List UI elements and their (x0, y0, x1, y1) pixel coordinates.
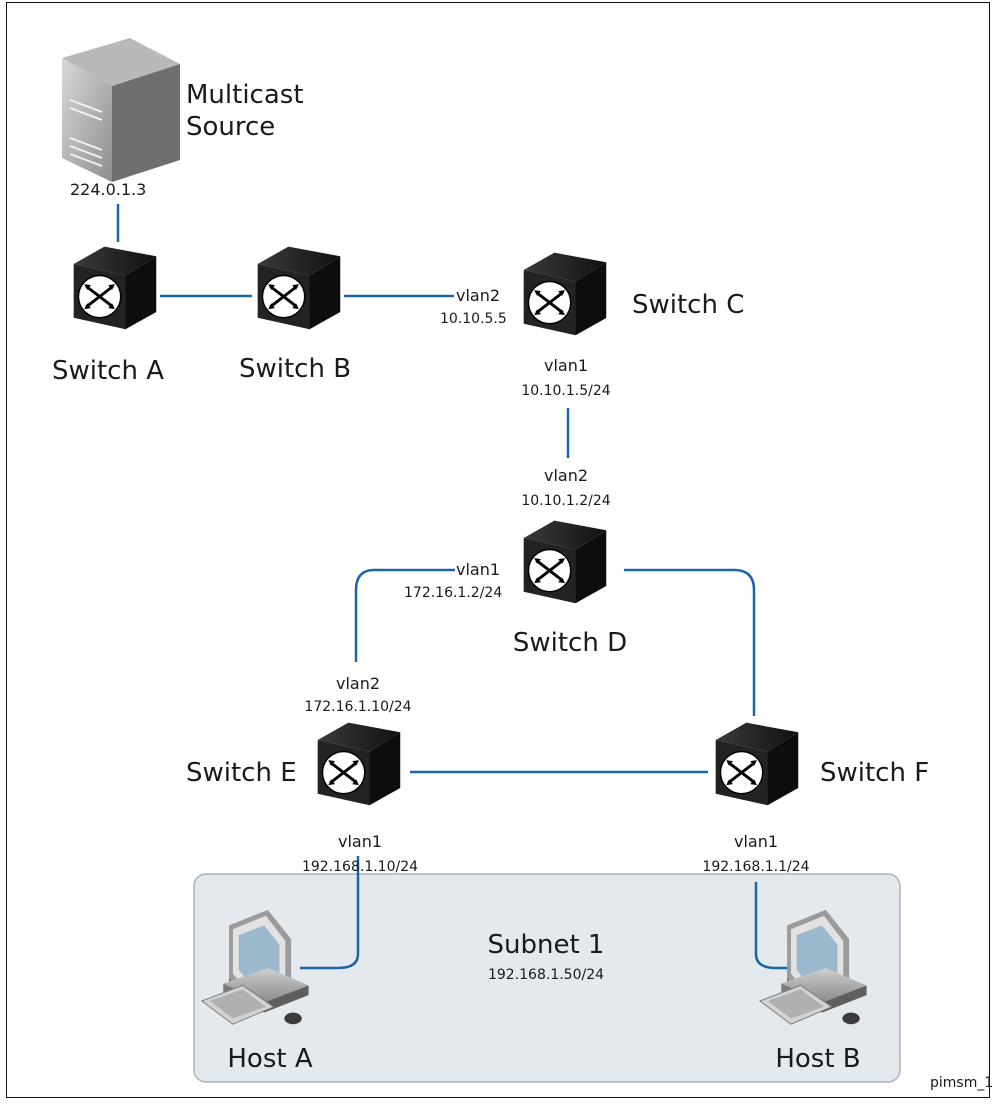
switch-e-vlan1-ip: 192.168.1.10/24 (301, 859, 419, 875)
switch-f-vlan1-ip: 192.168.1.1/24 (702, 859, 810, 875)
source-title-line2: Source (186, 112, 276, 142)
host-a-label: Host A (227, 1044, 313, 1074)
link-f-host-b (754, 882, 790, 970)
subnet-ip: 192.168.1.50/24 (487, 967, 605, 983)
host-b-label: Host B (775, 1044, 861, 1074)
diagram-frame (6, 2, 990, 1098)
source-title-line1: Multicast (186, 80, 304, 110)
switch-f-icon (714, 721, 800, 807)
switch-d-vlan1-ip: 172.16.1.2/24 (404, 585, 503, 601)
switch-e-icon (316, 721, 402, 807)
switch-a-label: Switch A (51, 356, 165, 386)
switch-c-label: Switch C (632, 290, 745, 320)
switch-c-vlan1-label: vlan1 (543, 356, 589, 375)
subnet-1-area (193, 873, 901, 1083)
switch-f-label: Switch F (820, 758, 930, 788)
switch-d-vlan1-label: vlan1 (456, 560, 501, 579)
network-links (116, 204, 790, 970)
link-d-e (354, 568, 455, 662)
switch-e-label: Switch E (186, 758, 297, 788)
source-address: 224.0.1.3 (70, 180, 147, 199)
switch-d-icon (522, 519, 608, 605)
switch-b-icon (256, 245, 342, 331)
switch-d-vlan2-label: vlan2 (543, 466, 589, 485)
switch-c-vlan1-ip: 10.10.1.5/24 (521, 383, 611, 399)
switch-d-vlan2-ip: 10.10.1.2/24 (521, 493, 611, 509)
switch-d-label: Switch D (512, 628, 628, 658)
figure-id: pimsm_1 (930, 1075, 994, 1091)
switch-c-vlan2-label: vlan2 (456, 286, 501, 305)
switch-a-icon (72, 245, 158, 331)
multicast-server-icon (62, 38, 180, 182)
switch-e-vlan2-label: vlan2 (335, 674, 381, 693)
switch-f-vlan1-label: vlan1 (733, 832, 779, 851)
switch-e-vlan1-label: vlan1 (337, 832, 383, 851)
switch-c-vlan2-ip: 10.10.5.5 (440, 311, 507, 327)
link-e-host-a (300, 856, 360, 970)
subnet-name: Subnet 1 (487, 930, 605, 960)
link-d-f (624, 568, 756, 716)
switch-e-vlan2-ip: 172.16.1.10/24 (304, 699, 412, 715)
switch-c-icon (522, 251, 608, 337)
switch-b-label: Switch B (238, 354, 352, 384)
